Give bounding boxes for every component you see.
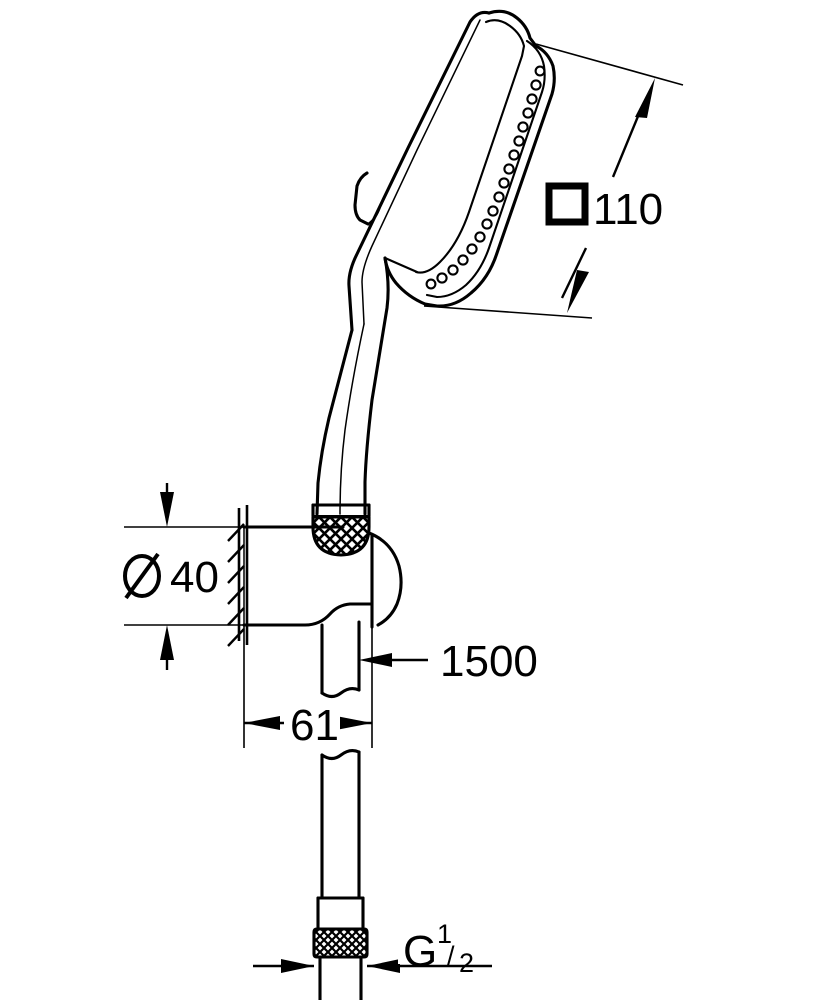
hose-thread-spigot	[318, 955, 363, 1000]
diameter-symbol-icon	[123, 552, 161, 600]
dim-label-g12-backdrop	[398, 918, 498, 964]
handle-crease	[339, 323, 365, 515]
wall-section	[227, 505, 249, 647]
holder-right-cap	[367, 531, 403, 627]
handle-button-edge	[366, 205, 382, 226]
dimension-label-110: 110	[593, 185, 663, 234]
head-top-edge	[487, 9, 538, 48]
dimension-label-g12-denominator: 2	[459, 948, 474, 978]
arrowhead-1500	[359, 653, 392, 667]
holder-bottom-edge	[242, 602, 374, 627]
ext-line-110-lower	[423, 305, 593, 319]
handle-collar-sides	[311, 503, 371, 518]
arrowhead-40-bottom	[160, 625, 174, 660]
dimension-label-g: G	[403, 927, 437, 976]
spray-nozzle-row	[425, 65, 546, 290]
shower-handle	[311, 171, 390, 518]
handle-button	[353, 171, 370, 226]
dim-label-61-backdrop	[284, 700, 340, 746]
handle-right-edge	[363, 256, 390, 516]
head-handle-seam	[383, 256, 419, 274]
square-symbol-icon	[545, 182, 589, 226]
spray-face-inner-edge	[425, 39, 546, 299]
dim-line-110-lower	[560, 247, 588, 299]
arrowhead-110-lower	[567, 270, 589, 313]
ext-line-110-upper	[535, 43, 684, 86]
spray-face-outer-edge	[423, 44, 556, 308]
head-lower-edge	[383, 256, 427, 306]
dimension-label-g12-numerator: 1	[437, 919, 452, 949]
arrowhead-110-upper	[635, 78, 655, 118]
dimension-hose-length: 1500	[359, 637, 538, 686]
dimension-holder-diameter: 40	[123, 483, 244, 670]
dimension-head-size: 110	[423, 43, 684, 319]
hose-sleeve-sides	[316, 896, 365, 930]
wall-hatching	[227, 523, 245, 647]
head-left-edge	[347, 10, 491, 332]
arrowhead-g12-right	[367, 959, 400, 973]
dimension-label-1500: 1500	[440, 637, 538, 686]
hose-break-upper	[320, 686, 361, 699]
dimension-label-40: 40	[170, 553, 219, 602]
dimension-hose-thread: G 1 / 2	[253, 918, 498, 978]
shower-head	[347, 9, 556, 332]
arrowhead-61-right	[336, 716, 372, 730]
knurled-nut-top	[311, 515, 371, 557]
knurled-nut-bottom-texture	[315, 929, 366, 957]
arrowhead-g12-left	[281, 959, 314, 973]
knurled-nut-bottom	[312, 927, 369, 1000]
head-body-crease	[361, 19, 481, 325]
dimension-holder-projection: 61	[243, 604, 373, 750]
face-plate-contour	[414, 19, 526, 274]
dimension-label-61: 61	[290, 701, 339, 750]
knurled-nut-bottom-outline	[312, 927, 369, 959]
shower-hose	[316, 620, 365, 930]
arrowhead-40-top	[160, 492, 174, 527]
hose-break-lower	[320, 748, 361, 761]
handle-left-edge	[315, 328, 354, 516]
arrowhead-61-left	[244, 716, 280, 730]
dim-line-110-upper	[611, 108, 643, 178]
dimension-label-g12-slash: /	[447, 941, 455, 971]
